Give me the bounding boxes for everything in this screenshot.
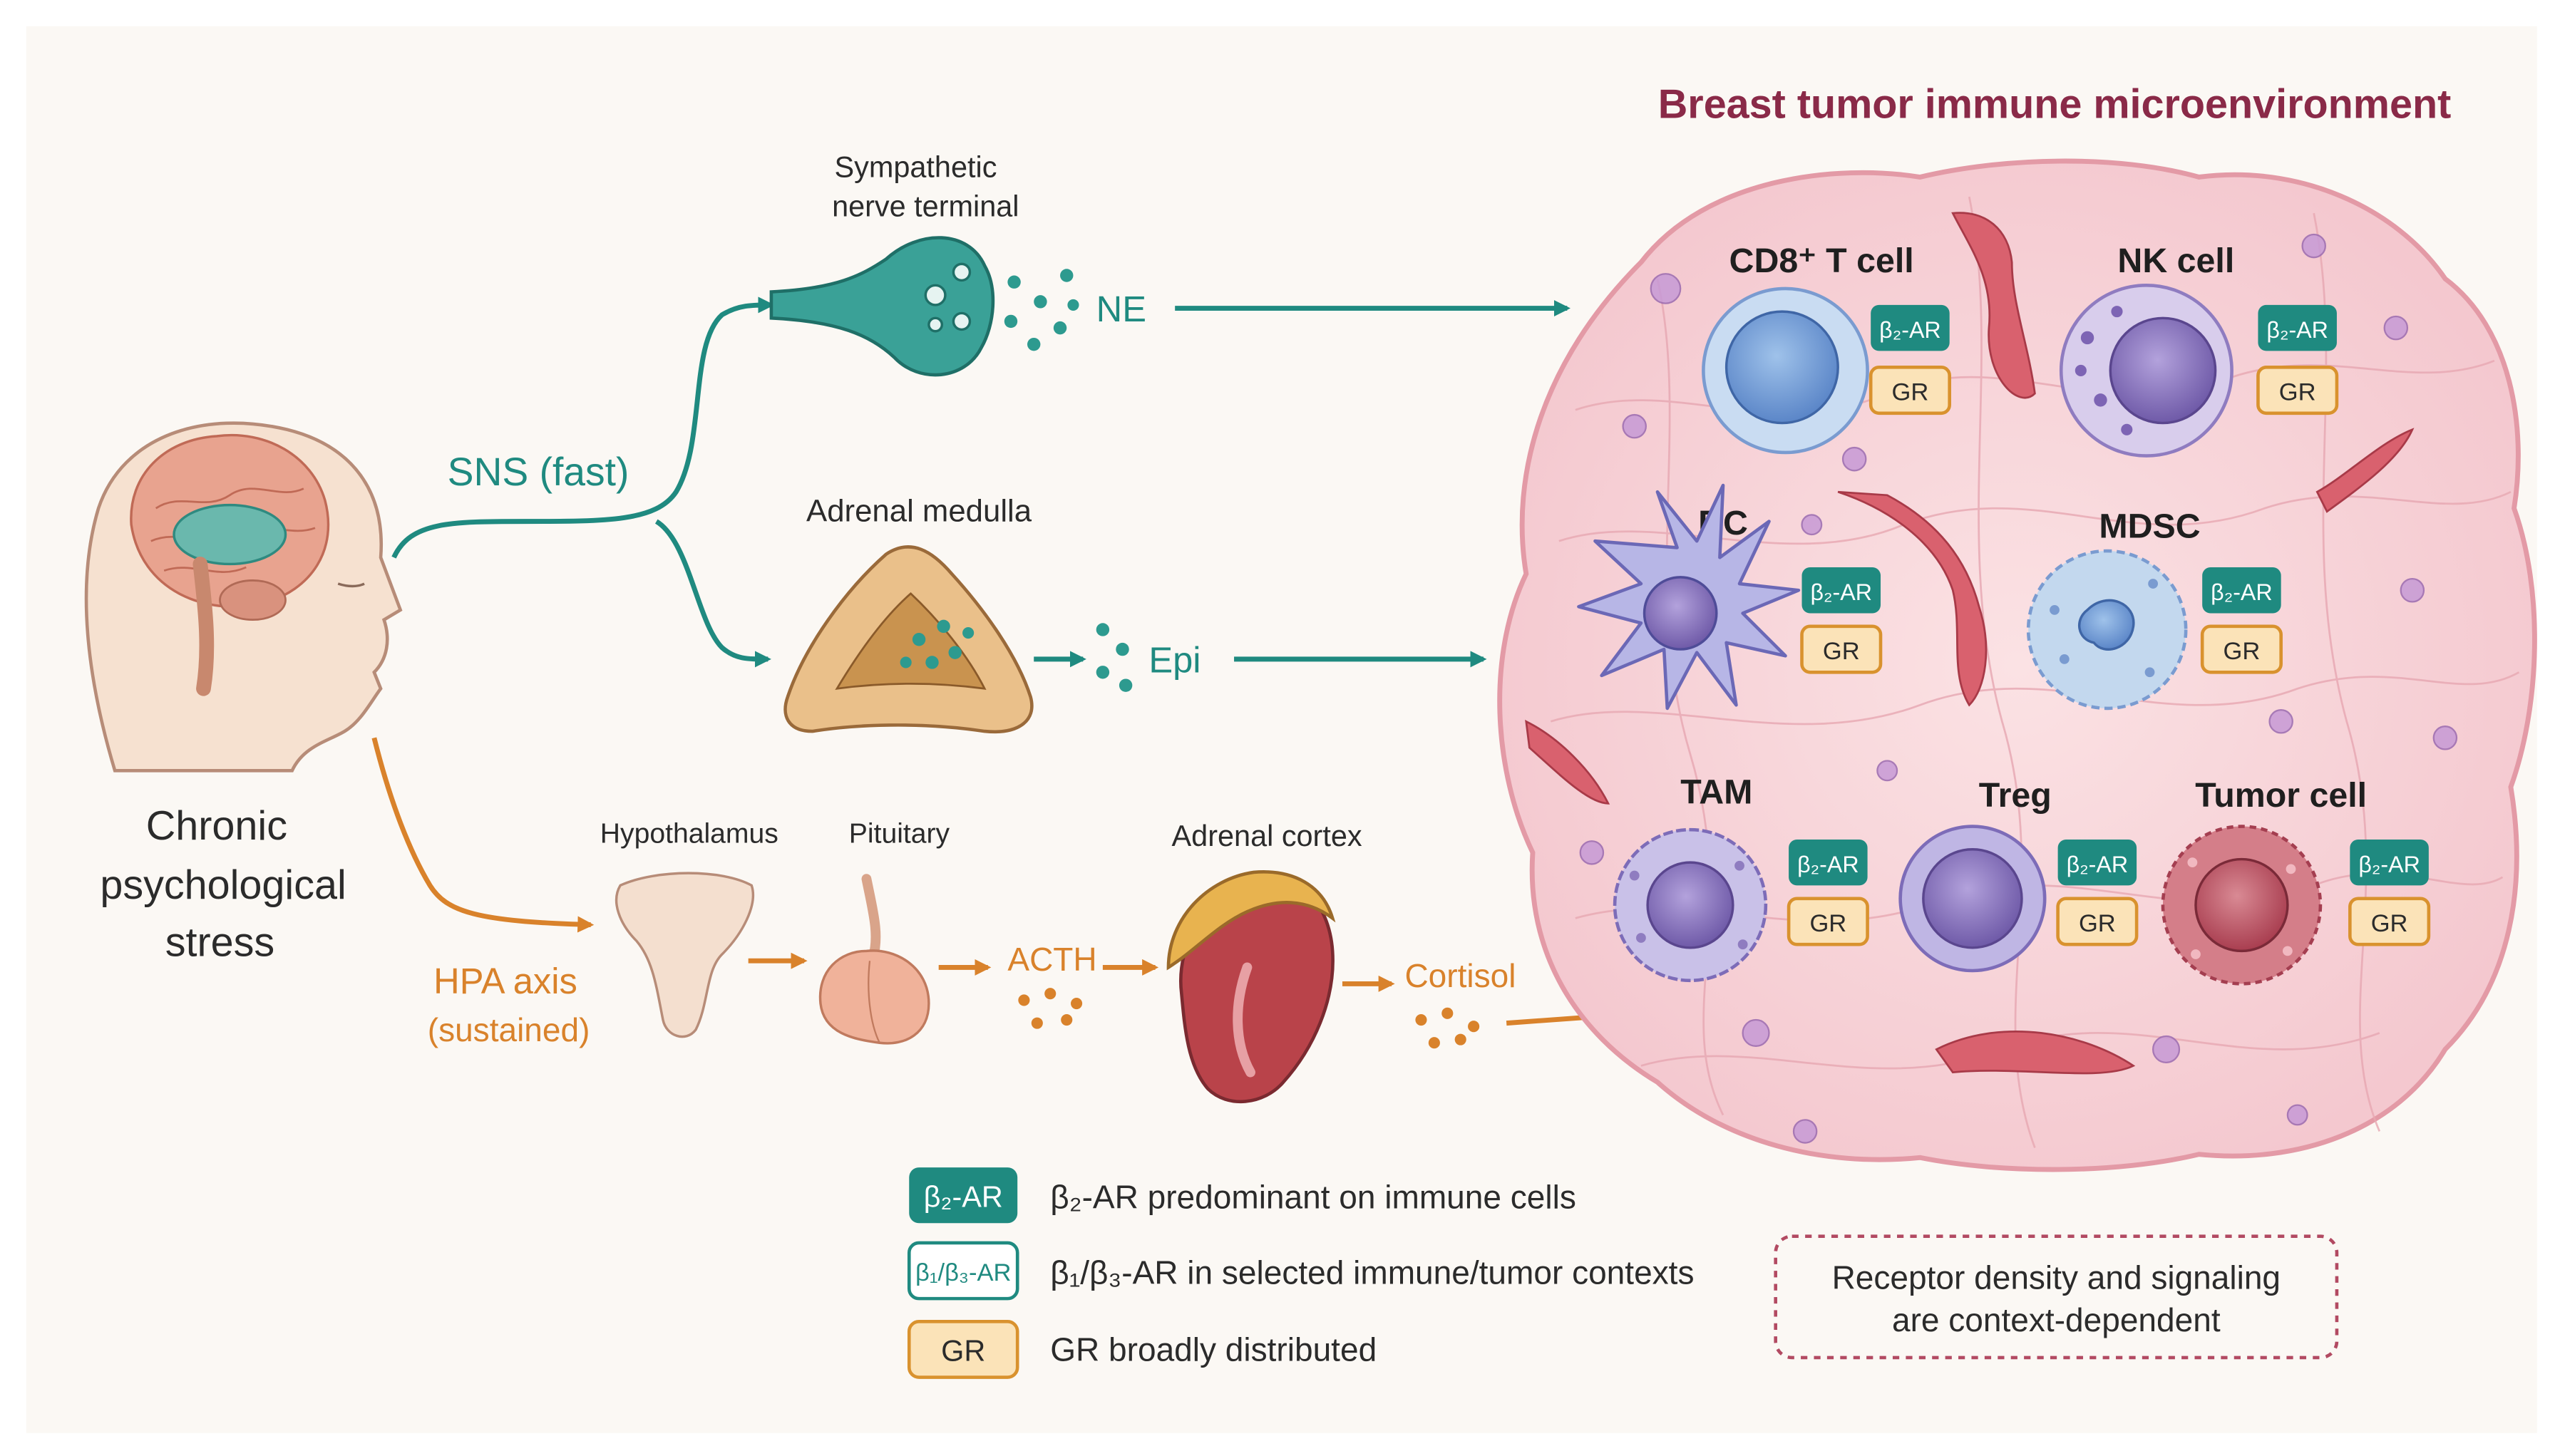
cortisol-molecules-icon xyxy=(1415,1007,1480,1049)
epi-molecules-icon xyxy=(1096,623,1133,692)
head-brain-icon xyxy=(84,421,403,773)
legend-badge-gr xyxy=(907,1320,1019,1379)
ne-label: NE xyxy=(1096,289,1146,329)
svg-text:GR: GR xyxy=(1809,910,1846,937)
svg-text:GR: GR xyxy=(2371,910,2408,937)
dendritic-cell-icon xyxy=(1577,483,1801,711)
context-note-line1: Receptor density and signaling xyxy=(1832,1259,2281,1296)
treg-icon xyxy=(1898,825,2047,973)
receptor-gr-mdsc: GR xyxy=(2200,624,2283,674)
context-note-line2: are context-dependent xyxy=(1892,1301,2221,1338)
stress-label-line3: stress xyxy=(165,919,274,965)
svg-text:GR: GR xyxy=(2224,638,2261,665)
epi-label: Epi xyxy=(1148,639,1201,680)
legend-item-b2: β₂-AR β₂-AR predominant on immune cells xyxy=(909,1167,1576,1224)
legend: β₂-AR β₂-AR predominant on immune cells … xyxy=(907,1167,1694,1379)
nk-cell-icon xyxy=(2059,284,2233,458)
blood-vessels-icon xyxy=(1525,212,2415,1075)
stress-label-line1: Chronic xyxy=(146,803,287,849)
svg-text:β₂-AR: β₂-AR xyxy=(1879,317,1941,343)
stromal-cells-icon xyxy=(1579,233,2458,1144)
svg-text:GR: GR xyxy=(2279,378,2316,406)
receptor-gr-treg: GR xyxy=(2056,897,2139,946)
svg-text:β₂-AR: β₂-AR xyxy=(2211,579,2273,605)
legend-badge-b2 xyxy=(909,1167,1018,1224)
nerve-terminal-label-line2: nerve terminal xyxy=(832,190,1019,223)
svg-text:GR: GR xyxy=(1823,638,1860,665)
cell-label-tumor: Tumor cell xyxy=(2195,776,2367,815)
cell-label-tam: TAM xyxy=(1680,773,1752,811)
legend-badge-b1b3 xyxy=(907,1241,1019,1301)
svg-text:β₂-AR: β₂-AR xyxy=(1811,579,1873,605)
cell-label-nk: NK cell xyxy=(2117,242,2234,280)
macrophage-icon xyxy=(1613,827,1768,983)
cell-label-treg: Treg xyxy=(1979,776,2052,815)
svg-text:β₂-AR: β₂-AR xyxy=(1797,852,1859,877)
svg-text:β₂-AR: β₂-AR xyxy=(2266,317,2328,343)
pituitary-label: Pituitary xyxy=(849,819,950,850)
cd8-t-cell-icon xyxy=(1702,286,1869,455)
legend-badge-b2-text: β₂-AR xyxy=(924,1180,1003,1213)
receptor-gr-tam: GR xyxy=(1787,897,1869,946)
nerve-terminal-label-line1: Sympathetic xyxy=(835,150,997,183)
receptor-b2-treg: β₂-AR xyxy=(2057,839,2137,886)
nerve-terminal-icon xyxy=(769,236,995,377)
receptor-gr-cd8: GR xyxy=(1868,366,1951,415)
ne-molecules-icon xyxy=(1004,269,1079,351)
receptor-b2-cd8: β₂-AR xyxy=(1871,304,1950,351)
legend-item-gr: GR GR broadly distributed xyxy=(907,1320,1377,1379)
cell-label-mdsc: MDSC xyxy=(2099,507,2200,546)
svg-text:β₂-AR: β₂-AR xyxy=(2067,852,2129,877)
receptor-gr-tumor: GR xyxy=(2348,897,2431,946)
stress-label-line2: psychological xyxy=(100,862,346,908)
hpa-label: HPA axis xyxy=(433,961,577,1001)
svg-text:GR: GR xyxy=(2079,910,2116,937)
adrenal-medulla-label: Adrenal medulla xyxy=(806,494,1032,529)
adrenal-kidney-icon xyxy=(1166,870,1336,1104)
receptor-gr-dc: GR xyxy=(1800,624,1883,674)
legend-badge-b1b3-text: β₁/β₃-AR xyxy=(915,1259,1011,1286)
mdsc-icon xyxy=(2026,549,2188,711)
sns-pathway-arrows xyxy=(391,296,775,668)
hypothalamus-label: Hypothalamus xyxy=(600,819,778,850)
receptor-gr-nk: GR xyxy=(2256,366,2339,415)
receptor-b2-tam: β₂-AR xyxy=(1789,839,1868,886)
pituitary-icon xyxy=(818,874,930,1045)
acth-molecules-icon xyxy=(1018,988,1083,1029)
hpa-sublabel: (sustained) xyxy=(428,1011,590,1048)
hpa-pathway-arrow xyxy=(371,737,595,933)
tumor-cell-icon xyxy=(2161,825,2323,986)
tme-title: Breast tumor immune microenvironment xyxy=(1658,82,2452,128)
cell-label-cd8-t: CD8⁺ T cell xyxy=(1729,242,1914,280)
hypothalamus-icon xyxy=(615,872,754,1038)
svg-text:β₂-AR: β₂-AR xyxy=(2358,852,2420,877)
receptor-b2-dc: β₂-AR xyxy=(1801,567,1881,614)
legend-item-b1b3: β₁/β₃-AR β₁/β₃-AR in selected immune/tum… xyxy=(907,1241,1694,1301)
receptor-b2-nk: β₂-AR xyxy=(2258,304,2337,351)
cortisol-label: Cortisol xyxy=(1404,957,1516,994)
context-note: Receptor density and signaling are conte… xyxy=(1774,1234,2339,1360)
acth-label: ACTH xyxy=(1007,941,1096,978)
adrenal-medulla-icon xyxy=(783,545,1034,734)
legend-badge-gr-text: GR xyxy=(941,1335,985,1368)
svg-text:GR: GR xyxy=(1892,378,1929,406)
adrenal-cortex-label: Adrenal cortex xyxy=(1172,820,1362,852)
legend-text-b1b3: β₁/β₃-AR in selected immune/tumor contex… xyxy=(1050,1254,1694,1291)
legend-text-gr: GR broadly distributed xyxy=(1050,1331,1377,1368)
sns-label: SNS (fast) xyxy=(448,450,629,494)
legend-text-b2: β₂-AR predominant on immune cells xyxy=(1050,1179,1576,1216)
receptor-b2-tumor: β₂-AR xyxy=(2350,839,2429,886)
receptor-b2-mdsc: β₂-AR xyxy=(2202,567,2281,614)
